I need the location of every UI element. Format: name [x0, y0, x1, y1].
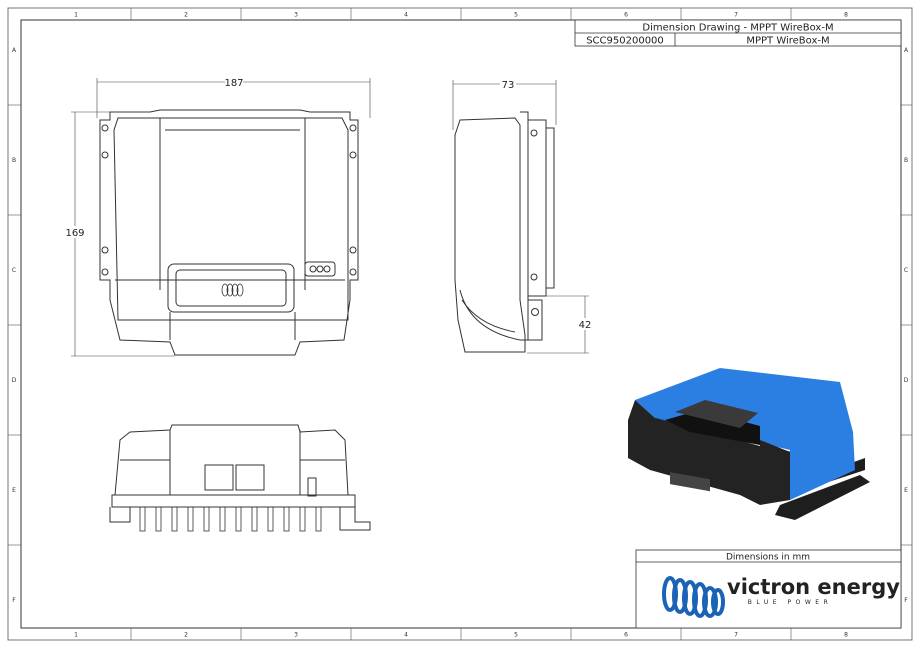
- grid-column-label: 4: [404, 632, 408, 639]
- grid-column-label: 3: [294, 632, 298, 639]
- drawing-title: Dimension Drawing - MPPT WireBox-M: [642, 23, 833, 34]
- heatsink-fin: [251, 506, 258, 532]
- grid-column-label: 7: [734, 12, 738, 19]
- heatsink-fin: [155, 506, 162, 532]
- dimension-front-width: 187: [96, 76, 371, 118]
- dimension-front-height: 169: [65, 111, 175, 357]
- heatsink-fin: [171, 506, 178, 532]
- grid-column-label: 8: [844, 632, 848, 639]
- grid-column-label: 6: [624, 12, 628, 19]
- grid-row-label: F: [904, 597, 908, 604]
- heatsink-fin: [235, 506, 242, 532]
- grid-column-label: 3: [294, 12, 298, 19]
- heatsink-fin: [219, 506, 226, 532]
- dim-187: 187: [224, 78, 243, 89]
- victron-logo-icon: [662, 576, 725, 618]
- outer-border: [7, 7, 913, 641]
- dim-169: 169: [65, 228, 84, 239]
- grid-column-label: 5: [514, 632, 518, 639]
- grid-row-label: C: [904, 267, 908, 274]
- heatsink-fin: [299, 506, 306, 532]
- front-view: [99, 109, 359, 356]
- grid-row-label: C: [12, 267, 16, 274]
- bottom-view: [109, 424, 371, 532]
- grid-row-label: F: [12, 597, 16, 604]
- logo-brand: victron energy: [727, 575, 900, 599]
- part-number: SCC950200000: [586, 36, 664, 47]
- grid-column-label: 7: [734, 632, 738, 639]
- grid-column-label: 2: [184, 632, 188, 639]
- product-3d-render: [628, 368, 870, 520]
- grid-column-label: 8: [844, 12, 848, 19]
- grid-column-label: 2: [184, 12, 188, 19]
- grid-row-label: D: [904, 377, 909, 384]
- grid-row-label: A: [904, 47, 909, 54]
- heatsink-fin: [283, 506, 290, 532]
- grid-row-label: E: [904, 487, 908, 494]
- heatsink-fin: [139, 506, 146, 532]
- logo-tagline: BLUE POWER: [748, 599, 832, 606]
- title-block: Dimension Drawing - MPPT WireBox-M SCC95…: [574, 19, 902, 47]
- grid-column-label: 1: [74, 12, 78, 19]
- dim-42: 42: [579, 320, 592, 331]
- grid-column-label: 4: [404, 12, 408, 19]
- product-name: MPPT WireBox-M: [746, 36, 829, 47]
- grid-row-label: D: [12, 377, 17, 384]
- grid-column-label: 5: [514, 12, 518, 19]
- grid-row-label: B: [12, 157, 16, 164]
- side-view: [454, 111, 555, 353]
- grid-row-label: B: [904, 157, 908, 164]
- dim-73: 73: [502, 80, 515, 91]
- dimension-side-lower-height: 42: [527, 295, 594, 354]
- grid-row-label: A: [12, 47, 17, 54]
- grid-column-label: 1: [74, 632, 78, 639]
- grid-column-label: 6: [624, 632, 628, 639]
- heatsink-fin: [187, 506, 194, 532]
- grid-reference-marks: [8, 8, 912, 640]
- logo-block: Dimensions in mm victron energy BLUE POW…: [635, 549, 902, 629]
- units-note: Dimensions in mm: [726, 553, 810, 563]
- grid-row-label: E: [12, 487, 16, 494]
- heatsink-fin: [267, 506, 274, 532]
- heatsink-fin: [315, 506, 322, 532]
- dimension-side-depth: 73: [452, 78, 557, 130]
- heatsink-fin: [203, 506, 210, 532]
